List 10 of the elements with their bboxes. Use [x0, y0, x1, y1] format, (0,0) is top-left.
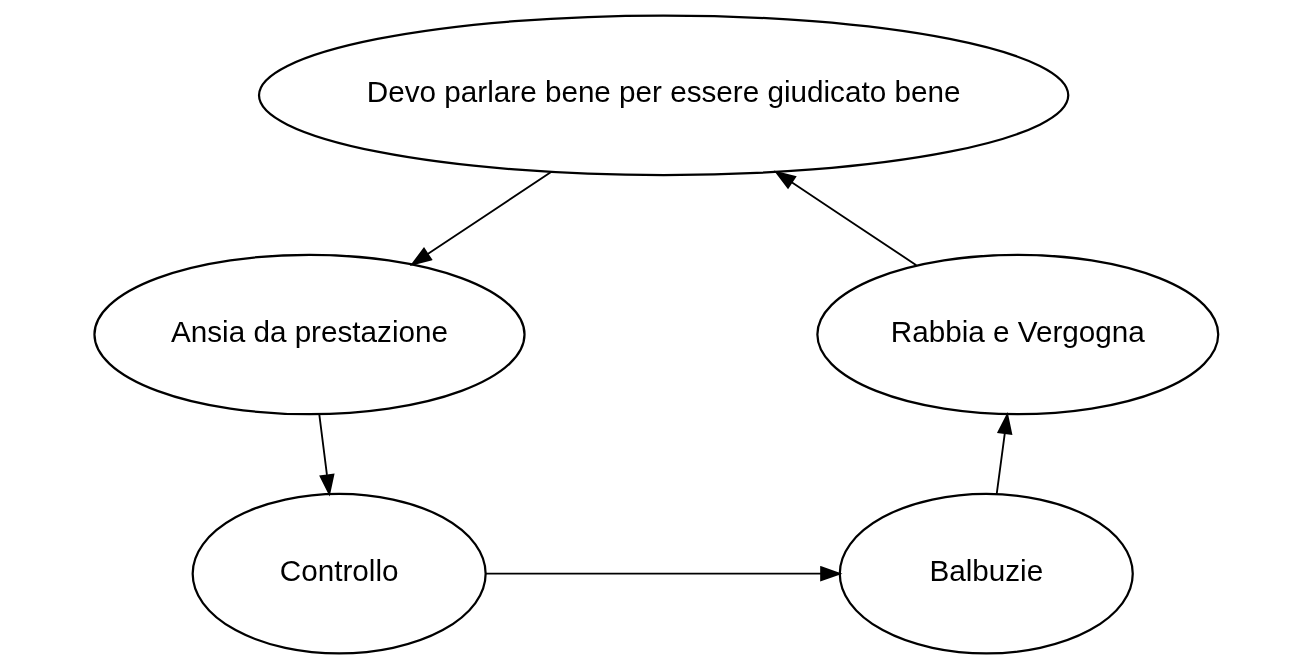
node-ellipse: Ansia da prestazione	[92, 253, 526, 416]
arrow	[773, 170, 917, 267]
arrow	[317, 413, 335, 497]
node-ellipse: Balbuzie	[838, 492, 1134, 655]
arrow	[484, 565, 842, 582]
node-ellipse: Rabbia e Vergogna	[815, 253, 1219, 416]
node-ellipse: Controllo	[191, 492, 487, 655]
arrow	[995, 412, 1012, 495]
node-ellipse: Devo parlare bene per essere giudicato bene	[257, 14, 1069, 177]
arrow	[409, 171, 552, 266]
